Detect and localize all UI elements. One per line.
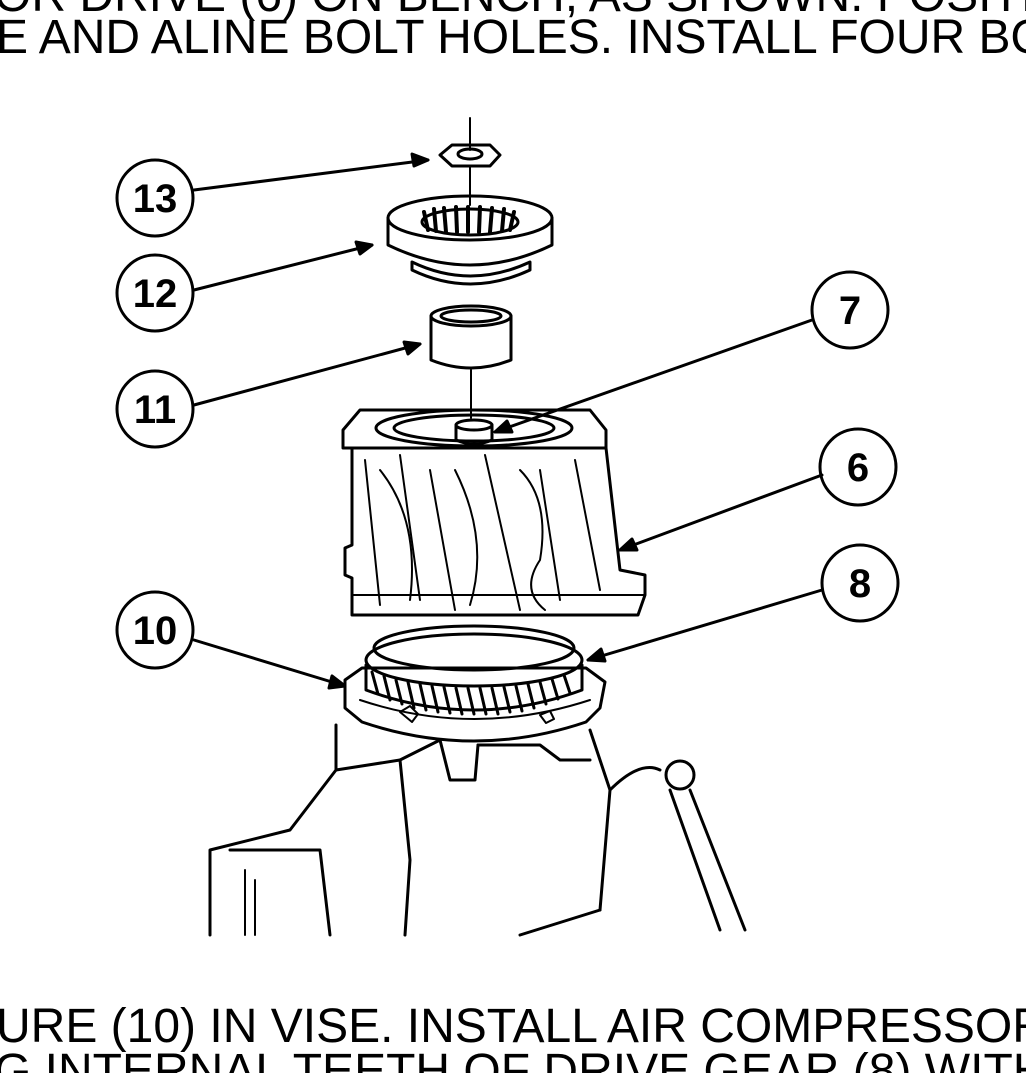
leader-lines bbox=[192, 152, 824, 690]
instruction-text-bottom-1: URE (10) IN VISE. INSTALL AIR COMPRESSOR… bbox=[0, 1000, 1026, 1053]
callout-label-8: 8 bbox=[849, 562, 871, 606]
callout-label-6: 6 bbox=[847, 446, 869, 490]
vise-icon bbox=[208, 666, 747, 937]
callout-label-10: 10 bbox=[133, 609, 178, 653]
bushing-icon bbox=[429, 304, 513, 419]
callout-11: 11 bbox=[115, 369, 195, 449]
instruction-text-bottom-2: G INTERNAL TEETH OF DRIVE GEAR (8) WITH … bbox=[0, 1045, 1026, 1073]
callout-12: 12 bbox=[115, 253, 195, 333]
spur-gear-icon bbox=[386, 194, 554, 286]
callout-13: 13 bbox=[115, 158, 195, 238]
callout-6: 6 bbox=[818, 427, 898, 507]
callout-10: 10 bbox=[115, 590, 195, 670]
callout-label-7: 7 bbox=[839, 289, 861, 333]
callout-label-13: 13 bbox=[133, 177, 178, 221]
callout-label-11: 11 bbox=[134, 388, 176, 432]
drive-housing-icon bbox=[341, 408, 647, 617]
nut-icon bbox=[438, 117, 502, 206]
callout-label-12: 12 bbox=[133, 272, 178, 316]
instruction-text-top-1: OR DRIVE (6) ON BENCH, AS SHOWN. POSITIO… bbox=[0, 0, 1026, 20]
drive-gear-icon bbox=[364, 624, 584, 716]
instruction-text-top-2: E AND ALINE BOLT HOLES. INSTALL FOUR BOL… bbox=[0, 11, 1026, 64]
callout-7: 7 bbox=[810, 270, 890, 350]
callout-8: 8 bbox=[820, 543, 900, 623]
